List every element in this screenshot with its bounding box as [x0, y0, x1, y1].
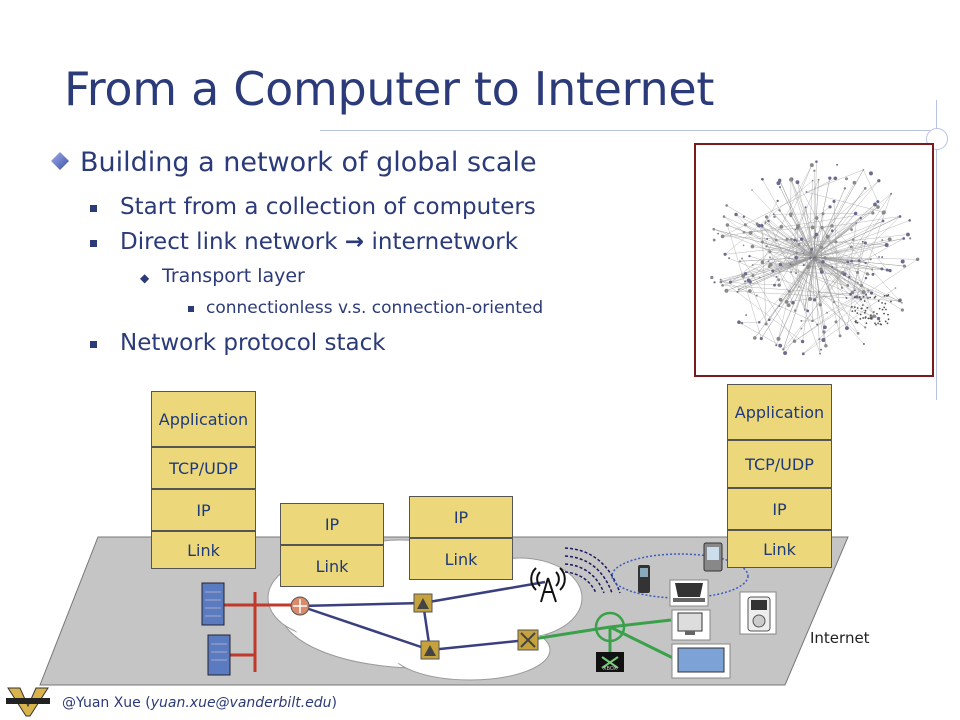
router-icon — [290, 596, 310, 616]
slide-title: From a Computer to Internet — [64, 62, 715, 116]
switch-icon — [420, 640, 440, 660]
ip-layer: IP — [151, 489, 256, 531]
wireless-waves — [564, 547, 621, 594]
switch-icon — [413, 593, 433, 613]
bullet-text: internetwork — [364, 229, 519, 255]
xbox-icon: XBOX — [596, 652, 624, 672]
laptop-icon — [669, 579, 709, 607]
ip-layer: IP — [280, 503, 384, 545]
host-protocol-stack-left: Application TCP/UDP IP Link — [151, 391, 256, 577]
bullet-text: Transport layer — [162, 265, 305, 287]
internet-map-image — [694, 143, 934, 377]
bullet-text: Start from a collection of computers — [120, 194, 536, 220]
square-bullet-icon — [188, 306, 194, 312]
square-bullet-icon — [90, 205, 97, 212]
footer-author: @Yuan Xue (yuan.xue@vanderbilt.edu) — [62, 695, 337, 711]
link-layer: Link — [151, 531, 256, 569]
television-icon — [671, 643, 731, 679]
server-icon — [201, 582, 225, 626]
title-underline — [320, 130, 930, 131]
bullet-level2: Start from a collection of computers — [90, 194, 536, 220]
xbox-label: XBOX — [603, 666, 617, 672]
bullet-level4: connectionless v.s. connection-oriented — [188, 298, 543, 318]
link-layer: Link — [727, 530, 832, 568]
pda-icon — [703, 542, 723, 572]
bullet-text: Network protocol stack — [120, 330, 386, 356]
internet-topology-graph — [710, 160, 920, 356]
application-layer: Application — [151, 391, 256, 447]
bullet-text: Direct link network — [120, 229, 345, 255]
desktop-computer-icon — [671, 609, 711, 641]
bullet-level1: Building a network of global scale — [50, 147, 537, 178]
author-email: yuan.xue@vanderbilt.edu — [150, 695, 332, 711]
gateway-switch-icon — [517, 629, 539, 651]
diamond-bullet-icon — [51, 152, 69, 170]
ip-layer: IP — [727, 488, 832, 530]
bullet-level2: Network protocol stack — [90, 330, 386, 356]
right-arrow-icon: → — [344, 229, 365, 255]
bullet-text: Building a network of global scale — [80, 147, 537, 178]
wireless-tower-icon — [530, 567, 566, 603]
link-layer: Link — [280, 545, 384, 587]
bullet-text: connectionless v.s. connection-oriented — [206, 298, 544, 318]
bullet-level3: ◆ Transport layer — [140, 265, 305, 287]
transport-layer: TCP/UDP — [151, 447, 256, 489]
link-layer: Link — [409, 538, 513, 580]
server-icon — [207, 634, 231, 676]
router-protocol-stack-2: IP Link — [409, 496, 513, 580]
network-links — [299, 580, 546, 652]
transport-layer: TCP/UDP — [727, 440, 832, 488]
small-diamond-bullet-icon: ◆ — [140, 271, 150, 285]
decorative-vertical-line — [936, 100, 937, 400]
home-hub-icon — [594, 611, 626, 643]
router-protocol-stack-1: IP Link — [280, 503, 384, 587]
mobile-phone-icon — [638, 565, 650, 593]
internet-label: Internet — [810, 629, 870, 647]
host-protocol-stack-right: Application TCP/UDP IP Link — [727, 384, 832, 568]
square-bullet-icon — [90, 341, 97, 348]
bullet-level2: Direct link network → internetwork — [90, 229, 518, 255]
application-layer: Application — [727, 384, 832, 440]
music-player-icon — [739, 591, 777, 635]
vanderbilt-logo — [6, 687, 50, 717]
ip-layer: IP — [409, 496, 513, 538]
square-bullet-icon — [90, 240, 97, 247]
wireless-area — [611, 553, 749, 599]
